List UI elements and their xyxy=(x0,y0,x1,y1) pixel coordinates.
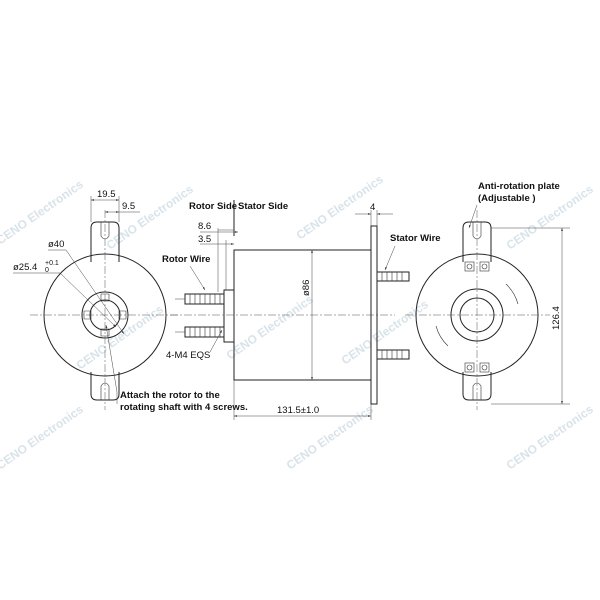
arc-slot xyxy=(435,325,449,347)
stator-wire-bundle-bottom xyxy=(376,349,410,360)
attach-note-line1: Attach the rotor to the xyxy=(120,390,220,401)
attach-leader xyxy=(105,324,118,393)
watermark: CENO Electronics xyxy=(339,297,431,368)
tolerance-upper: +0.1 xyxy=(45,260,59,267)
screws-note: 4-M4 EQS xyxy=(166,350,210,361)
stator-wire-label: Stator Wire xyxy=(390,233,441,244)
stator-wire-leader xyxy=(384,245,396,271)
dimension-4: 4 xyxy=(370,202,375,213)
leader-dia-40 xyxy=(48,249,125,335)
stator-flange-plate xyxy=(370,225,378,405)
anti-rotation-leader xyxy=(468,204,478,229)
dimension-126-4: 126.4 xyxy=(551,306,562,330)
rotor-wire-leader xyxy=(189,265,206,291)
watermark-layer: CENO Electronics CENO Electronics CENO E… xyxy=(0,172,596,473)
dimension-8-6: 8.6 xyxy=(198,221,211,232)
rotor-wire-hatch xyxy=(189,294,221,337)
tolerance-lower: 0 xyxy=(45,267,49,274)
arc-slot xyxy=(505,283,519,305)
dimension-19-5: 19.5 xyxy=(97,189,116,200)
screw-slot xyxy=(83,310,92,320)
attach-note-line2: rotating shaft with 4 screws. xyxy=(120,402,248,413)
rotor-wire-bundle-bottom xyxy=(184,326,225,338)
watermark: CENO Electronics xyxy=(104,182,196,253)
rotor-side-label: Rotor Side xyxy=(189,201,237,212)
rotor-wire-label: Rotor Wire xyxy=(162,254,210,265)
rotor-wire-bundle-top xyxy=(184,293,225,305)
side-view: Rotor Side Stator Side 8.6 3.5 Rotor Wir… xyxy=(162,200,441,420)
plate-screws xyxy=(464,261,490,373)
watermark: CENO Electronics xyxy=(0,402,86,473)
left-end-view: 19.5 9.5 ø40 ø25.4 +0.1 0 Attach the rot… xyxy=(13,189,248,413)
dimension-dia-86: ø86 xyxy=(301,280,312,296)
watermark: CENO Electronics xyxy=(504,402,596,473)
screw-slot xyxy=(118,310,127,320)
stator-wire-bundle-top xyxy=(376,271,410,282)
dimension-length: 131.5±1.0 xyxy=(277,405,319,416)
rotor-flange xyxy=(223,289,235,343)
leader-dia-25-4 xyxy=(13,272,117,328)
screw-slot xyxy=(100,293,110,302)
dimension-dia-25-4: ø25.4 xyxy=(13,262,37,273)
screw-slot xyxy=(100,328,110,337)
screws-leader xyxy=(209,329,223,353)
stator-side-label: Stator Side xyxy=(238,201,288,212)
right-end-view: Anti-rotation plate (Adjustable ) 126.4 xyxy=(405,181,570,410)
watermark: CENO Electronics xyxy=(0,177,86,248)
dimension-3-5: 3.5 xyxy=(198,234,211,245)
stator-wire-hatch xyxy=(381,272,403,359)
anti-rotation-label-line2: (Adjustable ) xyxy=(478,193,536,204)
watermark: CENO Electronics xyxy=(224,292,316,363)
anti-rotation-label-line1: Anti-rotation plate xyxy=(478,181,560,192)
dimension-dia-40: ø40 xyxy=(48,239,64,250)
dimension-9-5: 9.5 xyxy=(122,201,135,212)
